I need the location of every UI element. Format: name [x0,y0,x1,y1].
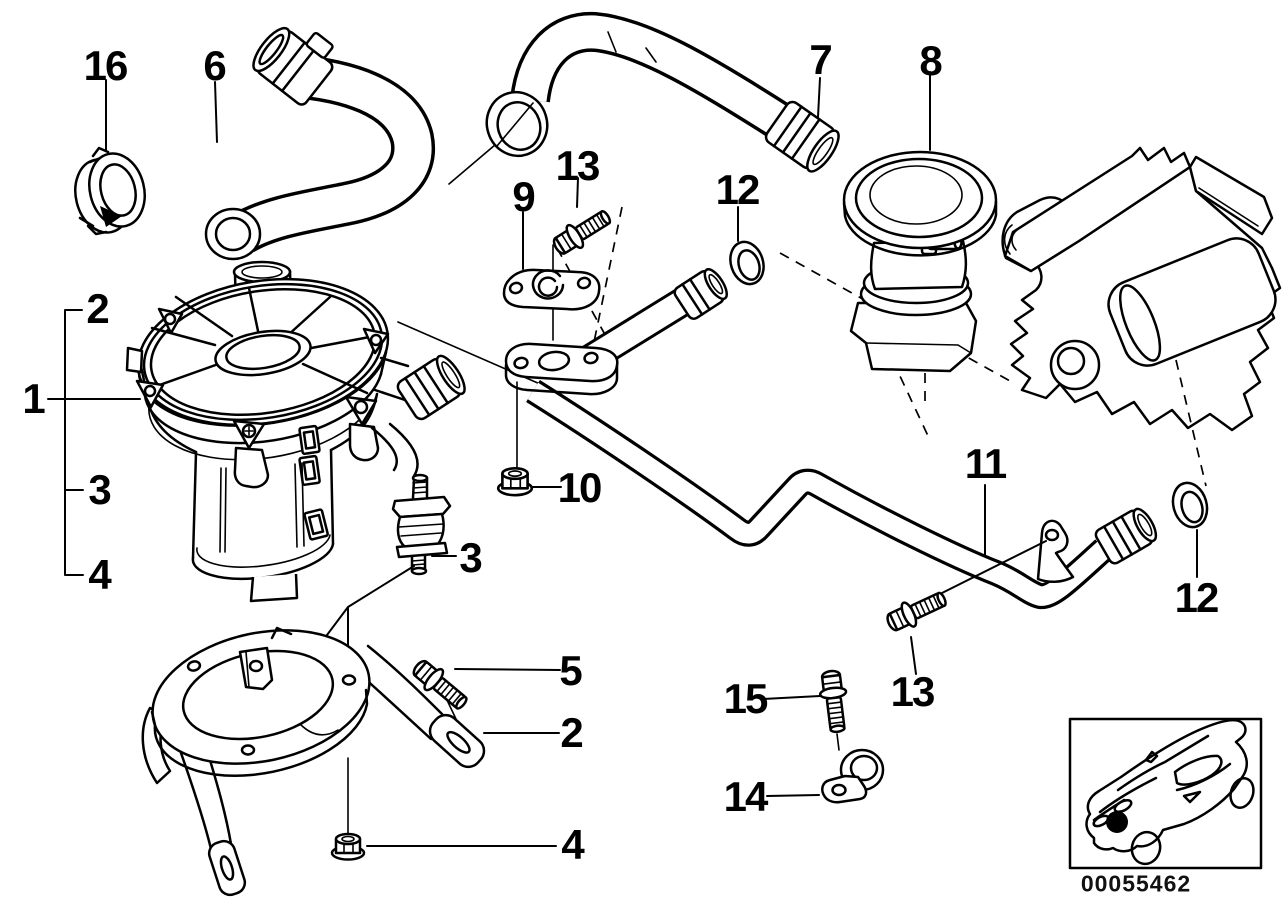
callout-10: 10 [557,464,603,511]
construction-line-engine [1175,359,1207,487]
callout-11: 11 [964,440,1007,487]
callout-3-mid: 3 [459,534,482,581]
callout-13-top: 13 [555,142,601,189]
vibration-damper-3 [272,473,457,708]
bolt-13-top [548,203,617,261]
callout-16: 16 [83,42,129,89]
air-valve-8 [842,150,998,408]
callout-7: 7 [809,36,832,83]
callout-9: 9 [512,173,535,220]
o-ring-12-right [1171,481,1209,529]
callout-4-left: 4 [88,551,111,598]
callout-13-bottom: 13 [890,668,936,715]
o-ring-12-top [729,240,765,286]
hose-6 [204,26,436,261]
callout-12-right: 12 [1174,574,1220,621]
hose-7 [485,11,840,173]
callout-3-left: 3 [88,466,111,513]
clamp-16 [74,146,146,236]
air-pump-1 [125,260,466,603]
nut-4 [330,757,366,861]
car-location-thumbnail [1068,717,1263,870]
flange-plate [504,342,619,396]
bolt-13-bottom [882,585,951,637]
location-dot [1106,811,1128,833]
callout-14: 14 [723,773,769,820]
pressure-pipe-11 [526,268,1158,610]
image-code: 00055462 [1080,870,1192,897]
callout-2-bottom: 2 [560,709,583,756]
bolt-5 [407,654,474,720]
callout-15: 15 [723,675,769,722]
callout-12-top: 12 [715,166,761,213]
callout-1: 1 [22,375,45,422]
mount-bracket-2 [141,626,486,897]
engine-block [1001,146,1282,432]
nut-10 [496,467,534,497]
callout-8: 8 [919,37,942,84]
gasket-9 [502,268,601,311]
callout-5: 5 [559,647,582,694]
callout-6: 6 [203,42,226,89]
callout-2-left: 2 [86,285,109,332]
bolt-15 [816,668,853,751]
clamp-14 [821,748,885,804]
leader-lines [47,71,1198,847]
callout-4-bottom: 4 [561,821,584,868]
